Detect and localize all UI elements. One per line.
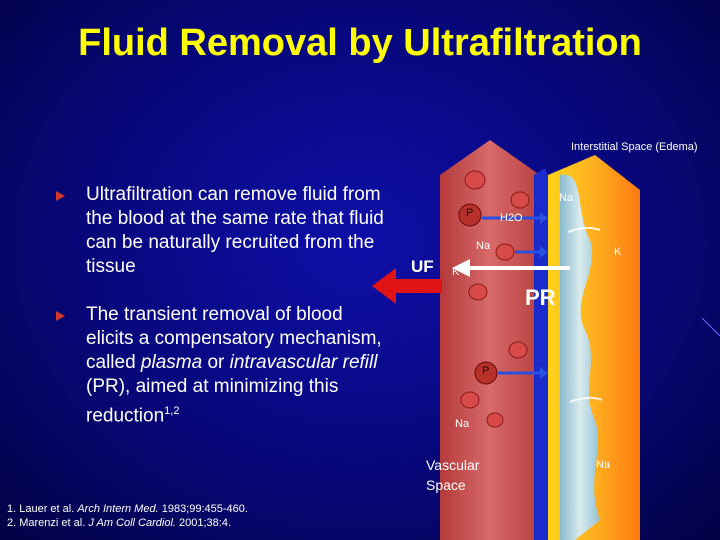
- bullet-arrow-icon: [56, 191, 65, 201]
- vascular-label: Vascular Space: [426, 457, 480, 493]
- uf-label: UF: [411, 257, 434, 276]
- protein-molecule: [458, 203, 482, 227]
- potassium-label: K: [452, 266, 460, 278]
- sodium-label: Na: [476, 240, 491, 252]
- potassium-label: K: [614, 246, 622, 258]
- interstitial-label: Interstitial Space (Edema): [571, 141, 698, 153]
- bullet-text: Ultrafiltration can remove fluid from th…: [86, 184, 384, 277]
- membrane: [534, 168, 548, 540]
- red-cells: [460, 170, 530, 428]
- bullet-text: The transient removal of blood elicits a…: [86, 304, 382, 427]
- pr-label: PR: [525, 285, 556, 310]
- protein-molecule: [474, 361, 498, 385]
- reference-item: 1. Lauer et al. Arch Intern Med. 1983;99…: [7, 503, 248, 515]
- sodium-label: Na: [596, 459, 611, 471]
- flow-arrows: [482, 216, 540, 375]
- slide-title: Fluid Removal by Ultrafiltration: [78, 22, 642, 64]
- vessel-wall: [440, 140, 540, 540]
- decorative-line: [701, 317, 720, 337]
- protein-label: P: [466, 207, 474, 219]
- references: 1. Lauer et al. Arch Intern Med. 1983;99…: [7, 502, 248, 530]
- bullet-arrow-icon: [56, 311, 65, 321]
- sodium-label: Na: [559, 192, 574, 204]
- water-label: H2O: [500, 212, 523, 224]
- uf-arrow: [396, 279, 442, 293]
- protein-label: P: [482, 365, 490, 377]
- reference-item: 2. Marenzi et al. J Am Coll Cardiol. 200…: [7, 517, 232, 529]
- sodium-label: Na: [455, 418, 470, 430]
- refill-arrows: [567, 226, 603, 403]
